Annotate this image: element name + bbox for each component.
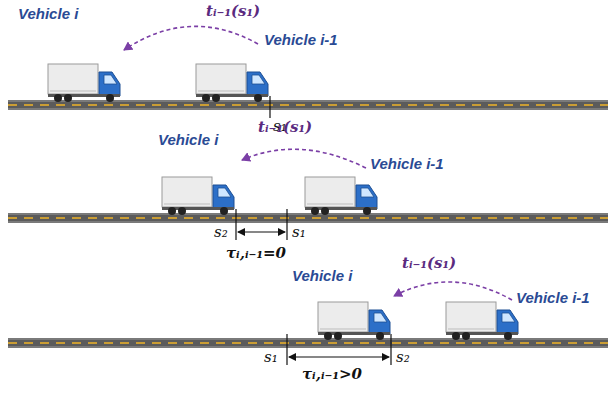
vehicle-label: Vehicle i: [292, 268, 352, 285]
position-label: s₁: [292, 224, 306, 241]
vehicle-label: Vehicle i: [158, 132, 218, 149]
time-label: tᵢ₋₁(s₁): [402, 255, 456, 272]
headway-label: τᵢ,ᵢ₋₁=0: [226, 245, 286, 262]
headway-label: τᵢ,ᵢ₋₁>0: [302, 366, 362, 383]
time-label: tᵢ₋₁(s₁): [206, 3, 260, 20]
time-label: tᵢ₋₁(s₁): [258, 119, 312, 136]
position-label: s₂: [214, 224, 228, 241]
vehicle-label: Vehicle i: [18, 6, 78, 23]
vehicle-label: Vehicle i-1: [264, 32, 338, 49]
position-label: s₂: [396, 349, 410, 366]
position-label: s₁: [264, 349, 278, 366]
vehicle-label: Vehicle i-1: [370, 156, 444, 173]
vehicle-label: Vehicle i-1: [516, 290, 590, 307]
